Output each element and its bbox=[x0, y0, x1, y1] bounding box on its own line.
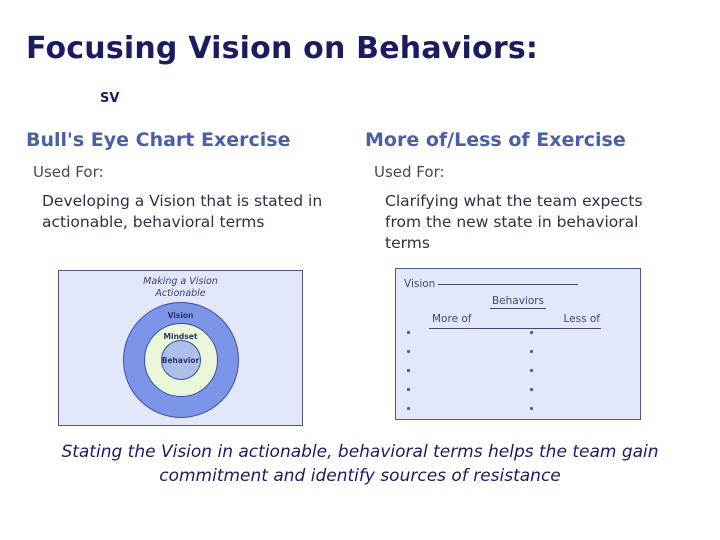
page-title: Focusing Vision on Behaviors: bbox=[26, 31, 539, 66]
bullet-marker bbox=[530, 369, 533, 372]
bulls-eye-diagram: Making a Vision Actionable Vision Mindse… bbox=[58, 270, 303, 426]
bulls-eye-label-behavior: Behavior bbox=[161, 356, 200, 365]
bulls-eye-ring-behavior bbox=[160, 340, 201, 380]
bulls-eye-title: Making a Vision Actionable bbox=[59, 276, 302, 300]
worksheet-column-headers: More of Less of bbox=[429, 313, 601, 329]
left-column-heading: Bull's Eye Chart Exercise bbox=[26, 129, 291, 151]
right-used-for-label: Used For: bbox=[374, 163, 445, 181]
caption-line-2: gain commitment and identify sources of … bbox=[159, 442, 659, 486]
worksheet-bullet-area bbox=[396, 331, 640, 426]
worksheet-vision-blank bbox=[438, 284, 579, 285]
worksheet-less-of-label: Less of bbox=[563, 313, 600, 325]
bullet-marker bbox=[530, 331, 533, 334]
worksheet-less-of-column bbox=[530, 331, 533, 426]
worksheet-vision-row: Vision bbox=[404, 278, 579, 290]
worksheet-more-of-label: More of bbox=[432, 313, 472, 325]
worksheet-behaviors-heading: Behaviors bbox=[396, 295, 640, 309]
bulls-eye-label-vision: Vision bbox=[167, 311, 194, 320]
right-used-for-text: Clarifying what the team expects from th… bbox=[385, 192, 643, 252]
right-column-heading: More of/Less of Exercise bbox=[365, 129, 626, 151]
bullet-marker bbox=[407, 369, 410, 372]
more-less-worksheet: Vision Behaviors More of Less of bbox=[395, 268, 641, 420]
bullet-marker bbox=[530, 350, 533, 353]
bullet-marker bbox=[407, 388, 410, 391]
slide-caption: Stating the Vision in actionable, behavi… bbox=[44, 440, 676, 488]
bullet-marker bbox=[530, 407, 533, 410]
sv-tag: SV bbox=[100, 91, 120, 106]
worksheet-more-of-column bbox=[407, 331, 410, 426]
bulls-eye-label-mindset: Mindset bbox=[163, 332, 198, 341]
caption-line-1: Stating the Vision in actionable, behavi… bbox=[61, 442, 617, 462]
bullet-marker bbox=[407, 350, 410, 353]
worksheet-vision-label: Vision bbox=[404, 278, 436, 290]
left-used-for-label: Used For: bbox=[33, 163, 104, 181]
worksheet-behaviors-label: Behaviors bbox=[489, 295, 547, 309]
bullet-marker bbox=[407, 407, 410, 410]
bullet-marker bbox=[530, 388, 533, 391]
bulls-eye-title-line2: Actionable bbox=[155, 288, 206, 299]
left-used-for-text: Developing a Vision that is stated in ac… bbox=[42, 192, 323, 231]
bullet-marker bbox=[407, 331, 410, 334]
bulls-eye-title-line1: Making a Vision bbox=[143, 276, 218, 287]
